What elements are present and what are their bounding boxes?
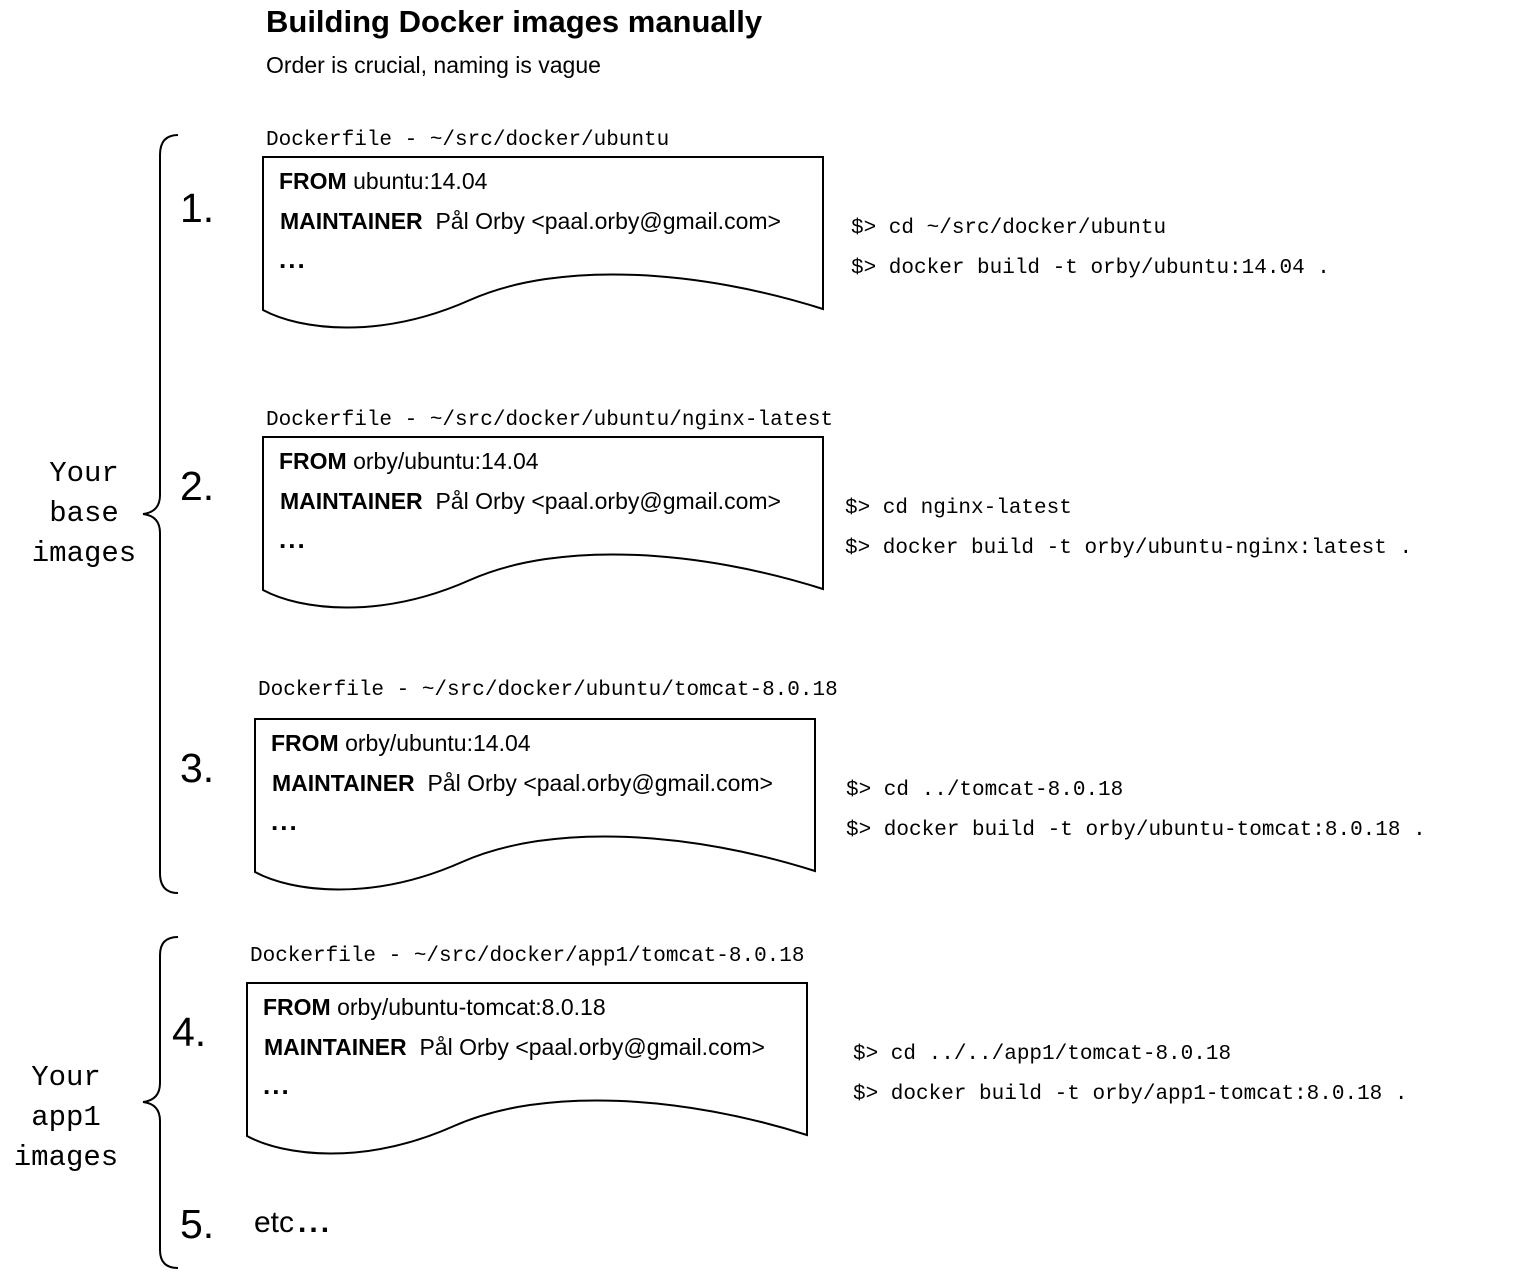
dockerfile-header-2: Dockerfile - ~/src/docker/ubuntu/nginx-l…: [266, 409, 834, 432]
etc-ellipsis: ...: [298, 1206, 333, 1239]
page-title: Building Docker images manually: [266, 4, 763, 39]
command-4-2: $> docker build -t orby/app1-tomcat:8.0.…: [853, 1083, 1408, 1106]
command-3-2: $> docker build -t orby/ubuntu-tomcat:8.…: [846, 819, 1426, 842]
step-number-2: 2.: [180, 463, 215, 509]
app1-images-brace: [142, 936, 179, 1269]
dockerfile-maintainer-line-1: MAINTAINER Pål Orby <paal.orby@gmail.com…: [280, 208, 781, 235]
final-step-text: etc ...: [254, 1206, 332, 1240]
maintainer-value: Pål Orby <paal.orby@gmail.com>: [427, 770, 773, 796]
dockerfile-from-line-4: FROM orby/ubuntu-tomcat:8.0.18: [263, 994, 606, 1021]
command-1-2: $> docker build -t orby/ubuntu:14.04 .: [851, 257, 1330, 280]
dockerfile-ellipsis-4: ...: [263, 1070, 291, 1100]
maintainer-keyword: MAINTAINER: [280, 488, 423, 514]
maintainer-value: Pål Orby <paal.orby@gmail.com>: [419, 1034, 765, 1060]
maintainer-keyword: MAINTAINER: [272, 770, 415, 796]
from-value: orby/ubuntu:14.04: [353, 448, 539, 474]
dockerfile-from-line-3: FROM orby/ubuntu:14.04: [271, 730, 531, 757]
dockerfile-maintainer-line-3: MAINTAINER Pål Orby <paal.orby@gmail.com…: [272, 770, 773, 797]
maintainer-keyword: MAINTAINER: [264, 1034, 407, 1060]
from-keyword: FROM: [263, 994, 331, 1020]
dockerfile-box-3: [254, 718, 816, 891]
dockerfile-maintainer-line-2: MAINTAINER Pål Orby <paal.orby@gmail.com…: [280, 488, 781, 515]
command-4-1: $> cd ../../app1/tomcat-8.0.18: [853, 1043, 1232, 1066]
step-number-5: 5.: [180, 1201, 215, 1247]
etc-label: etc: [254, 1206, 295, 1239]
step-number-3: 3.: [180, 745, 215, 791]
command-2-1: $> cd nginx-latest: [845, 497, 1072, 520]
dockerfile-from-line-2: FROM orby/ubuntu:14.04: [279, 448, 539, 475]
dockerfile-box-1: [262, 156, 824, 329]
dockerfile-maintainer-line-4: MAINTAINER Pål Orby <paal.orby@gmail.com…: [264, 1034, 765, 1061]
group-label-app1-images: Your app1 images: [13, 1061, 119, 1174]
dockerfile-box-4: [246, 982, 808, 1155]
page-subtitle: Order is crucial, naming is vague: [266, 52, 601, 78]
group-label-base-images: Your base images: [31, 457, 137, 570]
command-3-1: $> cd ../tomcat-8.0.18: [846, 779, 1124, 802]
dockerfile-from-line-1: FROM ubuntu:14.04: [279, 168, 487, 195]
command-2-2: $> docker build -t orby/ubuntu-nginx:lat…: [845, 537, 1413, 560]
from-value: orby/ubuntu:14.04: [345, 730, 531, 756]
base-images-brace: [142, 134, 179, 894]
command-1-1: $> cd ~/src/docker/ubuntu: [851, 217, 1167, 240]
from-keyword: FROM: [271, 730, 339, 756]
from-keyword: FROM: [279, 168, 347, 194]
dockerfile-header-4: Dockerfile - ~/src/docker/app1/tomcat-8.…: [250, 945, 805, 968]
maintainer-keyword: MAINTAINER: [280, 208, 423, 234]
from-value: ubuntu:14.04: [353, 168, 488, 194]
maintainer-value: Pål Orby <paal.orby@gmail.com>: [435, 208, 781, 234]
dockerfile-ellipsis-3: ...: [271, 806, 299, 836]
dockerfile-header-1: Dockerfile - ~/src/docker/ubuntu: [266, 129, 670, 152]
dockerfile-box-2: [262, 436, 824, 609]
dockerfile-header-3: Dockerfile - ~/src/docker/ubuntu/tomcat-…: [258, 679, 838, 702]
dockerfile-ellipsis-2: ...: [279, 524, 307, 554]
step-number-4: 4.: [172, 1009, 207, 1055]
maintainer-value: Pål Orby <paal.orby@gmail.com>: [435, 488, 781, 514]
from-value: orby/ubuntu-tomcat:8.0.18: [337, 994, 606, 1020]
from-keyword: FROM: [279, 448, 347, 474]
dockerfile-ellipsis-1: ...: [279, 244, 307, 274]
step-number-1: 1.: [180, 185, 215, 231]
